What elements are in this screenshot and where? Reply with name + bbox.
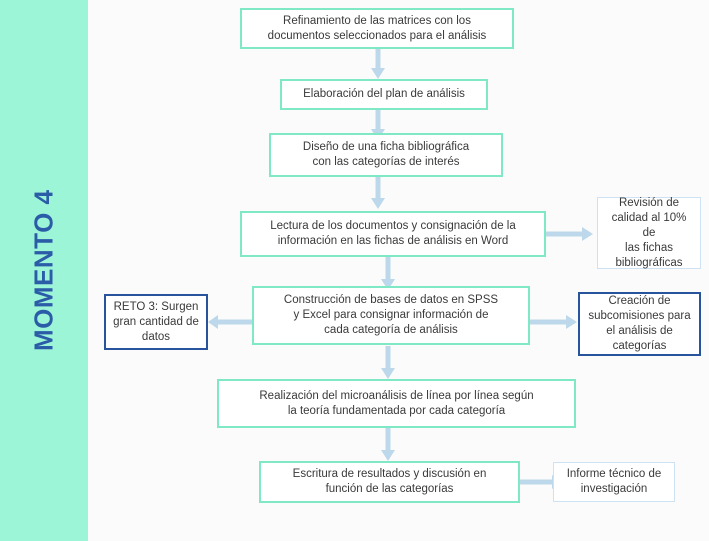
- node-escritura-resultados[interactable]: Escritura de resultados y discusión en f…: [259, 461, 520, 503]
- sidebar-momento-band: MOMENTO 4: [0, 0, 88, 541]
- connector-ficha-lectura: [371, 176, 385, 210]
- connector-construccion-reto3: [208, 315, 254, 329]
- node-construccion-bases-label: Construcción de bases de datos en SPSS y…: [283, 294, 499, 336]
- connector-construccion-microanalisis: [381, 346, 395, 380]
- connector-refinamiento-plan: [371, 48, 385, 80]
- node-ficha-bibliografica[interactable]: Diseño de una ficha bibliográfica con la…: [269, 133, 503, 177]
- node-plan-analisis-label: Elaboración del plan de análisis: [303, 88, 465, 100]
- connector-lectura-revision: [546, 227, 594, 241]
- node-revision-calidad[interactable]: Revisión de calidad al 10% de las fichas…: [597, 197, 701, 269]
- node-revision-calidad-label: Revisión de calidad al 10% de las fichas…: [611, 196, 687, 269]
- node-reto-3[interactable]: RETO 3: Surgen gran cantidad de datos: [104, 294, 208, 350]
- node-informe-tecnico[interactable]: Informe técnico de investigación: [553, 462, 675, 502]
- connector-lectura-construccion: [381, 257, 395, 291]
- node-reto-3-label: RETO 3: Surgen gran cantidad de datos: [113, 300, 199, 343]
- node-refinamiento-label: Refinamiento de las matrices con los doc…: [267, 14, 487, 42]
- node-escritura-resultados-label: Escritura de resultados y discusión en f…: [292, 468, 487, 495]
- node-construccion-bases[interactable]: Construcción de bases de datos en SPSS y…: [252, 286, 530, 345]
- node-plan-analisis[interactable]: Elaboración del plan de análisis: [280, 79, 488, 110]
- node-refinamiento[interactable]: Refinamiento de las matrices con los doc…: [240, 8, 514, 49]
- node-creacion-subcomisiones[interactable]: Creación de subcomisiones para el anális…: [578, 292, 701, 356]
- node-lectura-documentos-label: Lectura de los documentos y consignación…: [270, 220, 516, 247]
- node-creacion-subcomisiones-label: Creación de subcomisiones para el anális…: [588, 295, 691, 352]
- sidebar-title: MOMENTO 4: [28, 189, 59, 352]
- node-lectura-documentos[interactable]: Lectura de los documentos y consignación…: [240, 211, 546, 257]
- node-informe-tecnico-label: Informe técnico de investigación: [566, 468, 662, 495]
- connector-microanalisis-escritura: [381, 428, 395, 462]
- node-microanalisis[interactable]: Realización del microanálisis de línea p…: [217, 379, 576, 428]
- node-ficha-bibliografica-label: Diseño de una ficha bibliográfica con la…: [302, 141, 470, 168]
- connector-construccion-subcomisiones: [530, 315, 578, 329]
- node-microanalisis-label: Realización del microanálisis de línea p…: [259, 389, 534, 417]
